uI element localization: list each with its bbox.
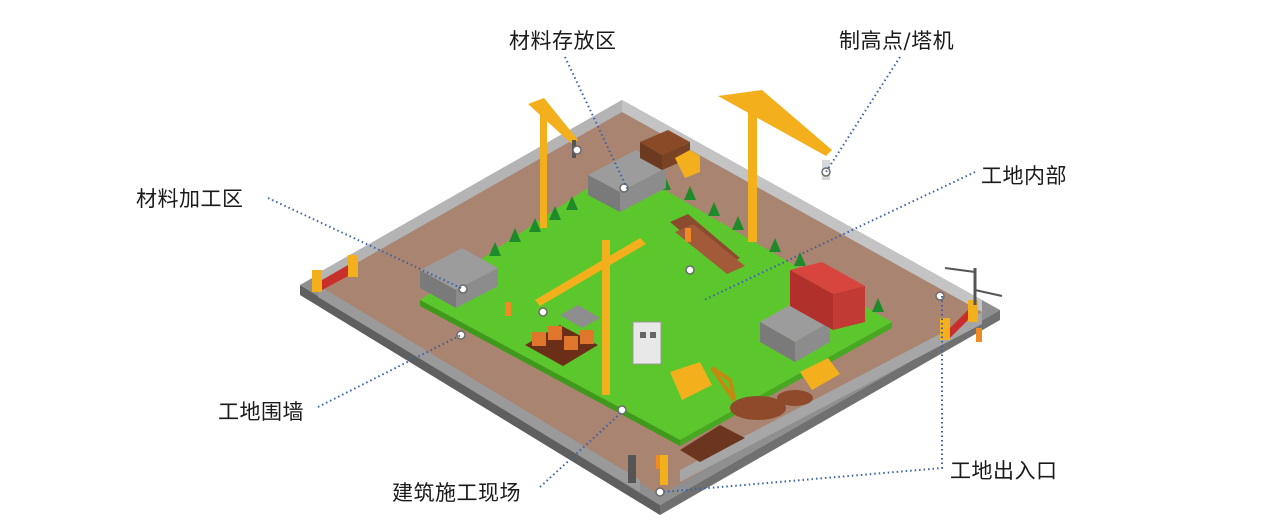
label-tower-crane: 制高点/塔机 bbox=[839, 29, 955, 53]
label-site-wall: 工地围墙 bbox=[218, 400, 304, 424]
processing-building bbox=[420, 248, 498, 308]
workers bbox=[505, 228, 982, 469]
leader-site-entrance bbox=[661, 296, 943, 493]
camera-icon bbox=[655, 487, 665, 497]
camera-icon bbox=[538, 307, 548, 317]
dump-truck bbox=[640, 130, 700, 178]
grass-area bbox=[420, 165, 892, 440]
shipping-container bbox=[790, 262, 865, 330]
left-gate bbox=[312, 255, 358, 292]
label-material-storage: 材料存放区 bbox=[509, 29, 617, 53]
leader-lines bbox=[267, 56, 976, 493]
excavators bbox=[670, 358, 840, 402]
camera-icon bbox=[572, 145, 582, 155]
label-site-interior: 工地内部 bbox=[981, 164, 1067, 188]
camera-icon bbox=[617, 405, 627, 415]
dirt-mounds bbox=[680, 390, 813, 462]
electrical-panel bbox=[632, 321, 662, 365]
bottom-gate bbox=[628, 455, 668, 485]
camera-icon bbox=[458, 284, 468, 294]
trees bbox=[489, 176, 884, 312]
leader-tower-crane bbox=[825, 56, 901, 173]
brick-stacks bbox=[525, 305, 600, 366]
camera-icon bbox=[456, 330, 466, 340]
right-gate bbox=[940, 267, 1003, 340]
leader-material-storage bbox=[564, 56, 629, 191]
camera-icon bbox=[685, 265, 695, 275]
label-construction-site: 建筑施工现场 bbox=[392, 481, 521, 505]
leader-construction-site bbox=[539, 411, 623, 488]
tower-crane-center bbox=[535, 238, 646, 395]
leader-site-interior bbox=[703, 171, 976, 301]
label-site-entrance: 工地出入口 bbox=[950, 459, 1058, 483]
camera-icon bbox=[935, 291, 945, 301]
camera-icon bbox=[821, 167, 831, 177]
timber-pile bbox=[670, 214, 745, 274]
label-material-processing: 材料加工区 bbox=[136, 187, 244, 211]
camera-markers bbox=[456, 145, 945, 497]
